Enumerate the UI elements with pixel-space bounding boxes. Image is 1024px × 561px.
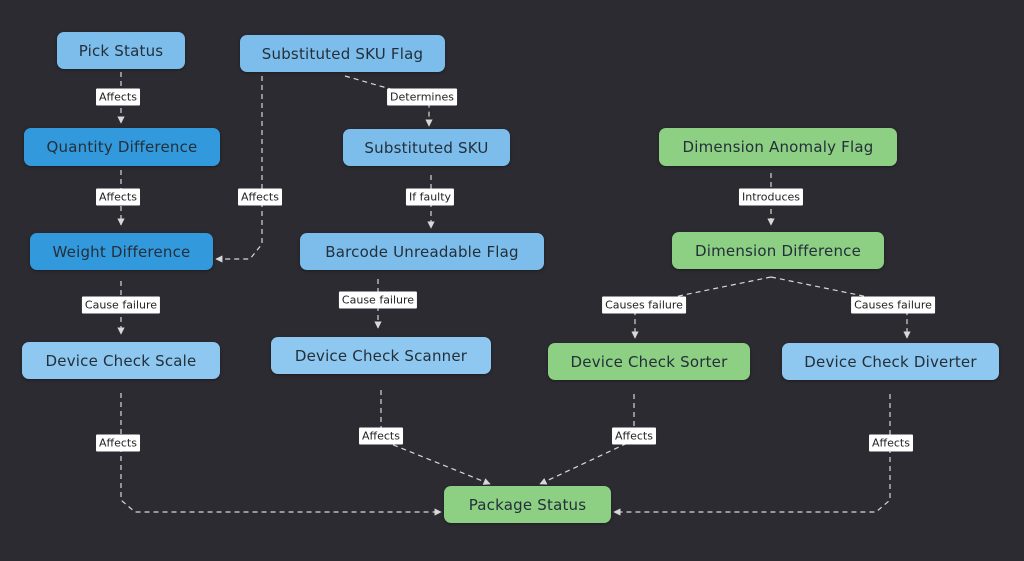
edge-label: Affects — [238, 188, 282, 206]
node-label: Weight Difference — [52, 242, 191, 261]
edge-device-check-diverter-to-package-status — [613, 394, 891, 516]
node-label: Device Check Scale — [45, 351, 197, 370]
edge-label: If faulty — [405, 188, 455, 206]
node-device-check-sorter[interactable]: Device Check Sorter — [548, 343, 750, 380]
node-barcode-unreadable-flag[interactable]: Barcode Unreadable Flag — [300, 233, 544, 270]
node-label: Device Check Diverter — [804, 352, 977, 371]
node-label: Dimension Anomaly Flag — [682, 138, 874, 156]
node-label: Substituted SKU Flag — [261, 44, 424, 63]
edge-label: Causes failure — [851, 296, 935, 314]
edge-substituted-sku-flag-to-substituted-sku — [344, 75, 433, 127]
node-label: Package Status — [468, 495, 587, 514]
edge-label: Affects — [612, 427, 656, 445]
node-dimension-difference[interactable]: Dimension Difference — [672, 232, 884, 269]
node-quantity-difference[interactable]: Quantity Difference — [24, 128, 220, 166]
edge-label: Affects — [869, 434, 913, 452]
node-label: Device Check Sorter — [570, 352, 728, 371]
edge-label: Affects — [96, 434, 140, 452]
node-label: Dimension Difference — [694, 241, 862, 260]
edge-substituted-sku-flag-to-weight-difference — [215, 76, 263, 263]
node-label: Pick Status — [78, 41, 164, 60]
node-label: Barcode Unreadable Flag — [325, 242, 519, 261]
edge-label: Causes failure — [602, 296, 686, 314]
node-device-check-scale[interactable]: Device Check Scale — [22, 342, 220, 379]
node-dimension-anomaly-flag[interactable]: Dimension Anomaly Flag — [659, 128, 897, 166]
node-label: Quantity Difference — [46, 138, 198, 156]
node-pick-status[interactable]: Pick Status — [57, 32, 185, 69]
edge-label: Affects — [359, 427, 403, 445]
node-package-status[interactable]: Package Status — [444, 486, 611, 523]
node-label: Device Check Scanner — [294, 346, 468, 365]
edge-label: Introduces — [738, 188, 804, 206]
node-substituted-sku[interactable]: Substituted SKU — [343, 129, 510, 166]
edge-label: Affects — [96, 188, 140, 206]
edge-label: Affects — [96, 88, 140, 106]
node-label: Substituted SKU — [364, 138, 489, 157]
node-device-check-scanner[interactable]: Device Check Scanner — [271, 337, 491, 374]
edge-device-check-scale-to-package-status — [120, 393, 442, 516]
node-substituted-sku-flag[interactable]: Substituted SKU Flag — [240, 35, 445, 72]
edge-label: Determines — [387, 88, 457, 106]
node-weight-difference[interactable]: Weight Difference — [30, 233, 213, 270]
edge-label: Cause failure — [81, 296, 161, 314]
edge-label: Cause failure — [338, 291, 418, 309]
node-device-check-diverter[interactable]: Device Check Diverter — [782, 343, 999, 380]
